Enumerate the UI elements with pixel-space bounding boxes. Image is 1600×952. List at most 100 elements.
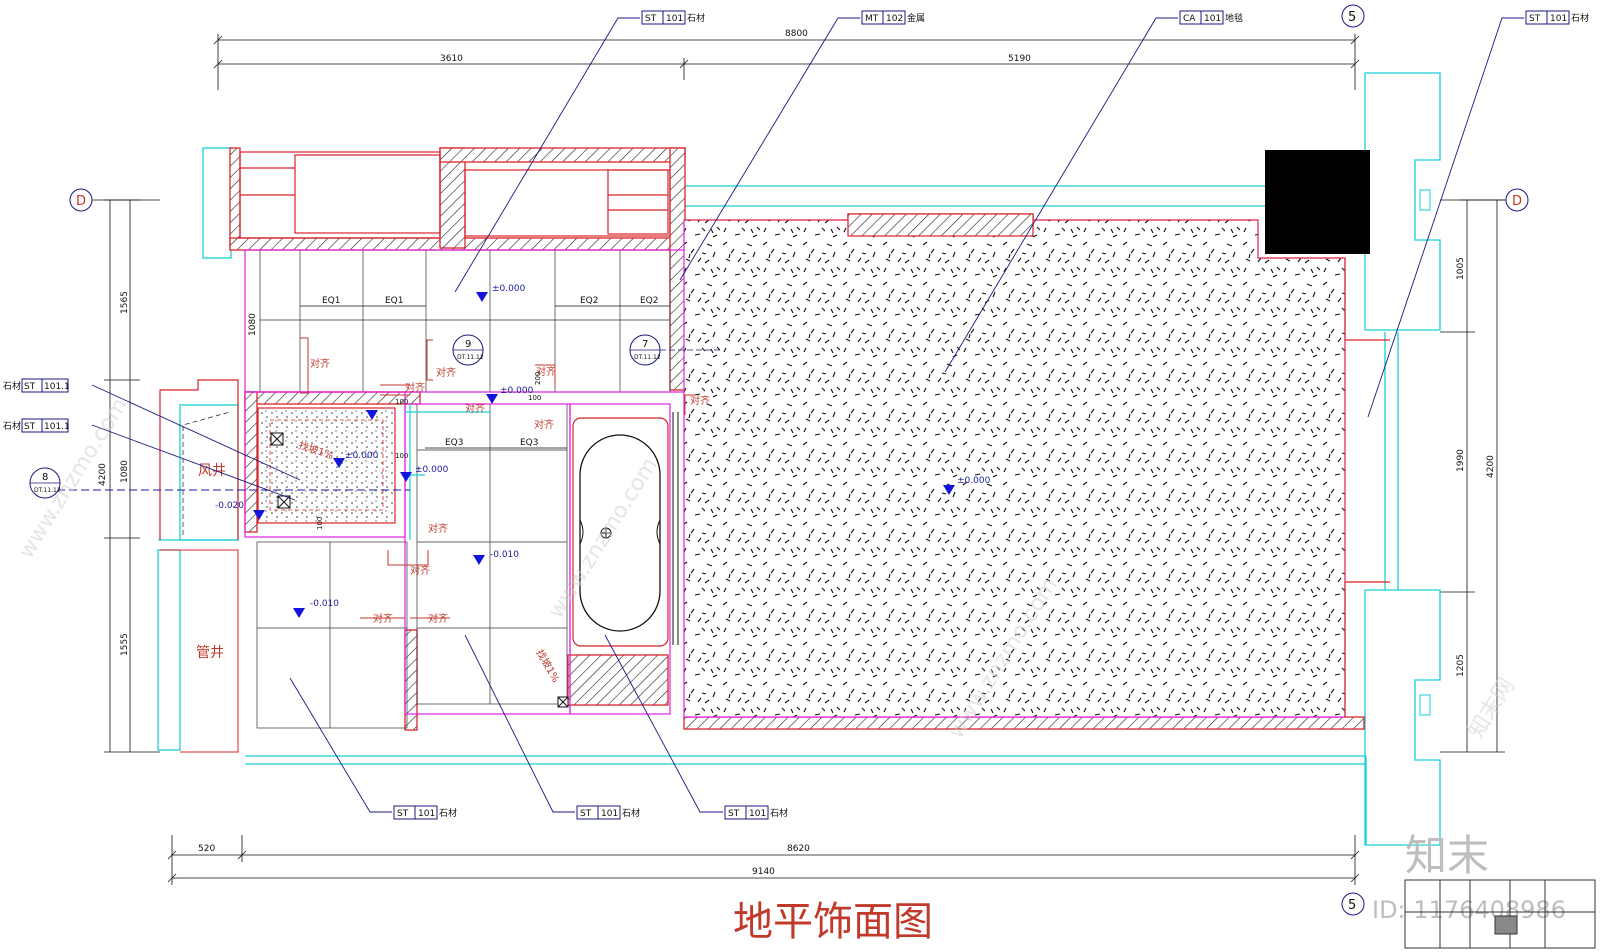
material-tag-bottom-1: ST 101 石材 [393, 805, 457, 820]
small-dim-2: 100 [395, 452, 408, 460]
top-dimension-chain [213, 34, 1360, 90]
align-label-8: 对齐 [410, 564, 430, 577]
svg-text:101: 101 [1550, 14, 1567, 24]
small-dim-4: 100 [316, 517, 324, 530]
axis-bubble-bottom-right: 5 [1341, 892, 1365, 916]
svg-text:9: 9 [465, 339, 471, 350]
svg-text:101.1: 101.1 [44, 422, 70, 432]
eq-label-5: EQ3 [445, 438, 464, 448]
key-plan [1404, 879, 1596, 949]
dim-left-4200: 4200 [98, 463, 108, 486]
align-label-10: 对齐 [428, 612, 448, 625]
material-tag-bottom-2: ST 101 石材 [576, 805, 640, 820]
dim-right-4200: 4200 [1486, 455, 1496, 478]
facade-notches [1419, 189, 1431, 716]
align-label-2: 对齐 [405, 381, 425, 394]
svg-text:101: 101 [601, 809, 618, 819]
svg-text:石材: 石材 [622, 807, 640, 819]
svg-text:地毯: 地毯 [1225, 12, 1243, 24]
svg-text:石材: 石材 [1571, 12, 1589, 24]
material-tag-left-2: 石材 ST 101.1 [3, 418, 70, 433]
dim-top-right: 5190 [1008, 54, 1031, 64]
material-tag-top-3: CA 101 地毯 [1179, 10, 1243, 25]
align-label-5: 对齐 [534, 418, 554, 431]
material-tag-top-4: ST 101 石材 [1525, 10, 1589, 25]
svg-text:5: 5 [1348, 10, 1356, 25]
elev-shower: ±0.000 [345, 451, 379, 461]
axis-bubble-top-right: 5 [1341, 4, 1365, 28]
dim-right-1205: 1205 [1456, 654, 1466, 677]
vanity-cabinets [239, 151, 671, 239]
watermark-brand: 知末 ID: 1176408986 [1372, 831, 1566, 924]
align-label-6: 对齐 [465, 402, 485, 415]
svg-text:101.1: 101.1 [44, 382, 70, 392]
svg-text:ST: ST [728, 809, 740, 819]
svg-text:101: 101 [666, 14, 683, 24]
elev-wet-1: -0.010 [490, 550, 519, 560]
align-label-3: 对齐 [436, 366, 456, 379]
svg-text:石材: 石材 [3, 380, 21, 392]
svg-text:DT.11.12: DT.11.12 [634, 354, 661, 361]
material-tag-left-1: 石材 ST 101.1 [3, 378, 70, 393]
eq-label-1: EQ1 [322, 296, 341, 306]
dim-top-total: 8800 [785, 29, 808, 39]
svg-text:7: 7 [642, 339, 648, 350]
svg-text:102: 102 [886, 14, 903, 24]
svg-text:石材: 石材 [687, 12, 705, 24]
svg-text:101: 101 [1204, 14, 1221, 24]
svg-text:D: D [1512, 194, 1522, 209]
elev-wet-2: -0.010 [310, 599, 339, 609]
eq-label-2: EQ1 [385, 296, 404, 306]
elevation-markers [253, 292, 955, 618]
svg-text:8: 8 [42, 472, 48, 483]
facade-outline [157, 72, 1441, 846]
leader-lines [91, 17, 1524, 813]
align-label-9: 对齐 [373, 612, 393, 625]
room-right-wall [1344, 258, 1390, 717]
elev-shaft: -0.020 [215, 501, 244, 511]
svg-text:石材: 石材 [439, 807, 457, 819]
svg-text:ST: ST [24, 422, 36, 432]
dim-right-1990: 1990 [1456, 449, 1466, 472]
window-sill [847, 213, 1034, 237]
align-label-7: 对齐 [428, 522, 448, 535]
material-tag-top-2: MT 102 金属 [861, 10, 925, 25]
svg-text:知末网: 知末网 [1464, 674, 1520, 743]
detail-ref-7: 7 DT.11.12 [629, 334, 720, 366]
svg-text:石材: 石材 [770, 807, 788, 819]
svg-text:101: 101 [749, 809, 766, 819]
svg-text:ST: ST [24, 382, 36, 392]
small-dim-5: 200 [534, 372, 542, 385]
wind-shaft: 风井 [159, 379, 239, 540]
svg-text:石材: 石材 [3, 420, 21, 432]
svg-text:ST: ST [580, 809, 592, 819]
structural-column [1265, 150, 1370, 254]
dim-right-1005: 1005 [1456, 257, 1466, 280]
svg-text:ID: 1176408986: ID: 1176408986 [1372, 896, 1566, 924]
svg-text:ST: ST [645, 14, 657, 24]
carpet-edge [684, 219, 1346, 717]
dim-left-1555: 1555 [120, 633, 130, 656]
svg-text:101: 101 [418, 809, 435, 819]
svg-text:5: 5 [1348, 898, 1356, 913]
eq-label-4: EQ2 [640, 296, 659, 306]
detail-ref-9: 9 DT.11.12 [452, 334, 484, 366]
dim-left-1080b: 1080 [120, 460, 130, 483]
drawing-title: 地平饰面图 [733, 899, 933, 945]
svg-text:MT: MT [865, 14, 879, 24]
align-label-11: 对齐 [690, 394, 710, 407]
pipe-shaft: 管井 [160, 549, 239, 753]
eq-markers [300, 305, 670, 449]
svg-text:CA: CA [1183, 14, 1196, 24]
svg-text:DT.11.12: DT.11.12 [457, 354, 484, 361]
dim-bottom-total: 9140 [752, 867, 775, 877]
walls [229, 147, 1365, 731]
dim-bottom-left: 520 [198, 844, 215, 854]
right-dimension-chain [1440, 199, 1505, 753]
dim-bottom-mid: 8620 [787, 844, 810, 854]
small-dim-1: 100 [395, 398, 408, 406]
svg-text:知末: 知末 [1405, 831, 1489, 880]
slope-label-bath: 找坡1% [533, 647, 562, 685]
svg-text:D: D [76, 194, 86, 209]
